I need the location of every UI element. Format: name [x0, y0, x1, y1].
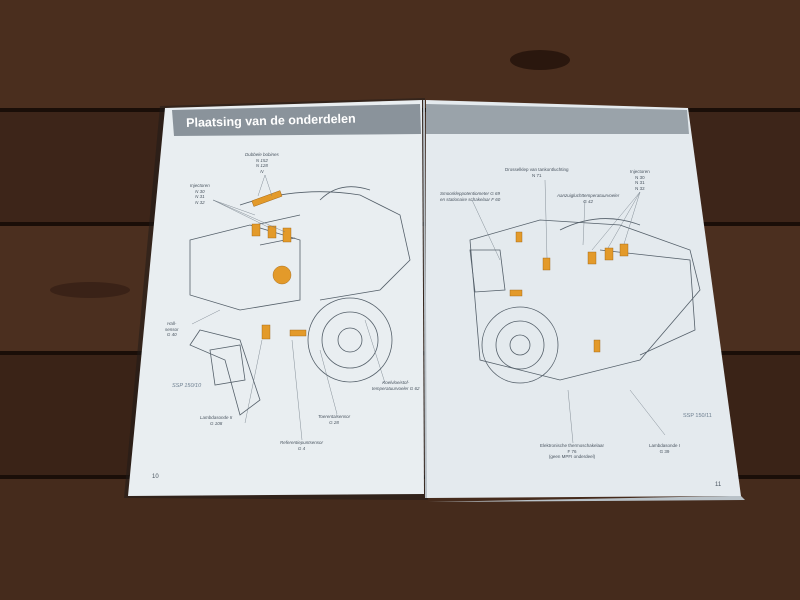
- figure-code-right: SSP 150/11: [683, 413, 712, 419]
- label-injectoren-right: Injectoren N 30 N 31 N 32: [630, 169, 650, 191]
- leader-lines: [191, 174, 666, 444]
- left-header-bar: [172, 104, 421, 136]
- label-drosselklep: Drosselklep van tankontluchting N 71: [505, 167, 569, 178]
- page-number-left: 10: [152, 474, 159, 480]
- label-dubbele-bobines: Dubbele bobines N 152 N 128 N: [245, 152, 279, 174]
- label-smoorkleppotentiometer: Smoorkleppotentiometer G 69 en stationai…: [440, 191, 501, 202]
- figure-code-left: SSP 150/10: [172, 383, 202, 389]
- label-lambdasonde-i: Lambdasonde I G 39: [649, 443, 681, 454]
- label-injectoren-left: Injectoren N 30 N 31 N 32: [190, 183, 210, 205]
- label-lambdasonde-ii: Lambdasonde II G 108: [200, 415, 233, 426]
- page-number-right: 11: [715, 482, 722, 488]
- right-header-bar: [426, 104, 689, 134]
- label-referentiepuntsensor: Referentiepuntsensor G 4: [280, 440, 324, 451]
- label-aanzuigluchttemperatuur: Aanzuigluchttemperatuurvoeler G 42: [557, 193, 620, 204]
- label-hall-sensor: Hall- sensor G 40: [165, 321, 179, 337]
- right-page: [426, 100, 741, 498]
- left-page: [128, 100, 424, 496]
- label-toerentalsensor: Toerentalsensor G 28: [318, 414, 351, 425]
- highlighted-components: [251, 190, 629, 353]
- booklet: [124, 98, 745, 502]
- label-thermoschakelaar: Elektronische thermoschakelaar F 76 (gee…: [540, 443, 605, 459]
- label-koelvloeistof: Koelvloeistof- temperatuurvoeler G 62: [372, 380, 420, 391]
- right-engine-drawing: [469, 218, 701, 384]
